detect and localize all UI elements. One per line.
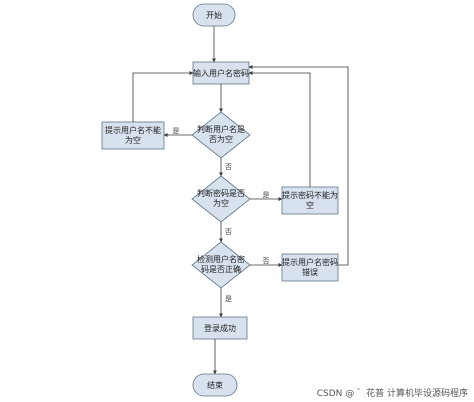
tip-username-label-1: 提示用户名不能 (105, 125, 161, 135)
tip-password-label-1: 提示密码不能为 (282, 190, 338, 200)
start-node: 开始 (192, 3, 236, 27)
end-label: 结束 (207, 380, 223, 390)
edge-label-yes-credentials: 是 (225, 295, 232, 303)
tip-username-node: 提示用户名不能 为空 (101, 121, 165, 150)
tip-credentials-label-2: 错误 (302, 267, 318, 277)
csdn-watermark: CSDN @ ゛花普 计算机毕设源码程序 (316, 389, 468, 399)
check-password-label-1: 判断密码是否 (197, 188, 245, 198)
start-label: 开始 (206, 10, 222, 20)
edge-tip-username-input (132, 71, 194, 122)
edge-label-yes-password: 是 (263, 191, 270, 199)
input-label: 输入用户名密码 (193, 68, 249, 78)
check-username-label-1: 判断用户名是 (197, 124, 245, 134)
success-label: 登录成功 (204, 323, 236, 333)
edge-label-no-credentials: 否 (263, 257, 270, 265)
tip-credentials-node: 提示用户名密码 错误 (281, 253, 339, 282)
check-credentials-label-2: 码是否正确 (201, 264, 241, 274)
tip-credentials-label-1: 提示用户名密码 (282, 257, 338, 267)
check-username-decision: 判断用户名是 否为空 (191, 111, 251, 159)
edge-label-yes-username: 是 (173, 127, 180, 135)
check-credentials-label-1: 检测用户名密 (197, 254, 245, 264)
check-password-decision: 判断密码是否 为空 (191, 175, 251, 223)
tip-username-label-2: 为空 (125, 135, 141, 145)
check-username-label-2: 否为空 (209, 134, 233, 144)
edge-tip-credentials-input (248, 65, 349, 266)
edge-label-no-password: 否 (225, 228, 232, 236)
input-node: 输入用户名密码 (192, 61, 250, 85)
edge-tip-password-input (248, 71, 311, 187)
check-credentials-decision: 检测用户名密 码是否正确 (191, 241, 251, 289)
tip-password-node: 提示密码不能为 空 (281, 186, 339, 215)
tip-password-label-2: 空 (306, 200, 314, 210)
check-password-label-2: 为空 (213, 198, 229, 208)
end-node: 结束 (192, 373, 238, 397)
edge-label-no-username: 否 (225, 163, 232, 171)
success-node: 登录成功 (192, 316, 248, 340)
